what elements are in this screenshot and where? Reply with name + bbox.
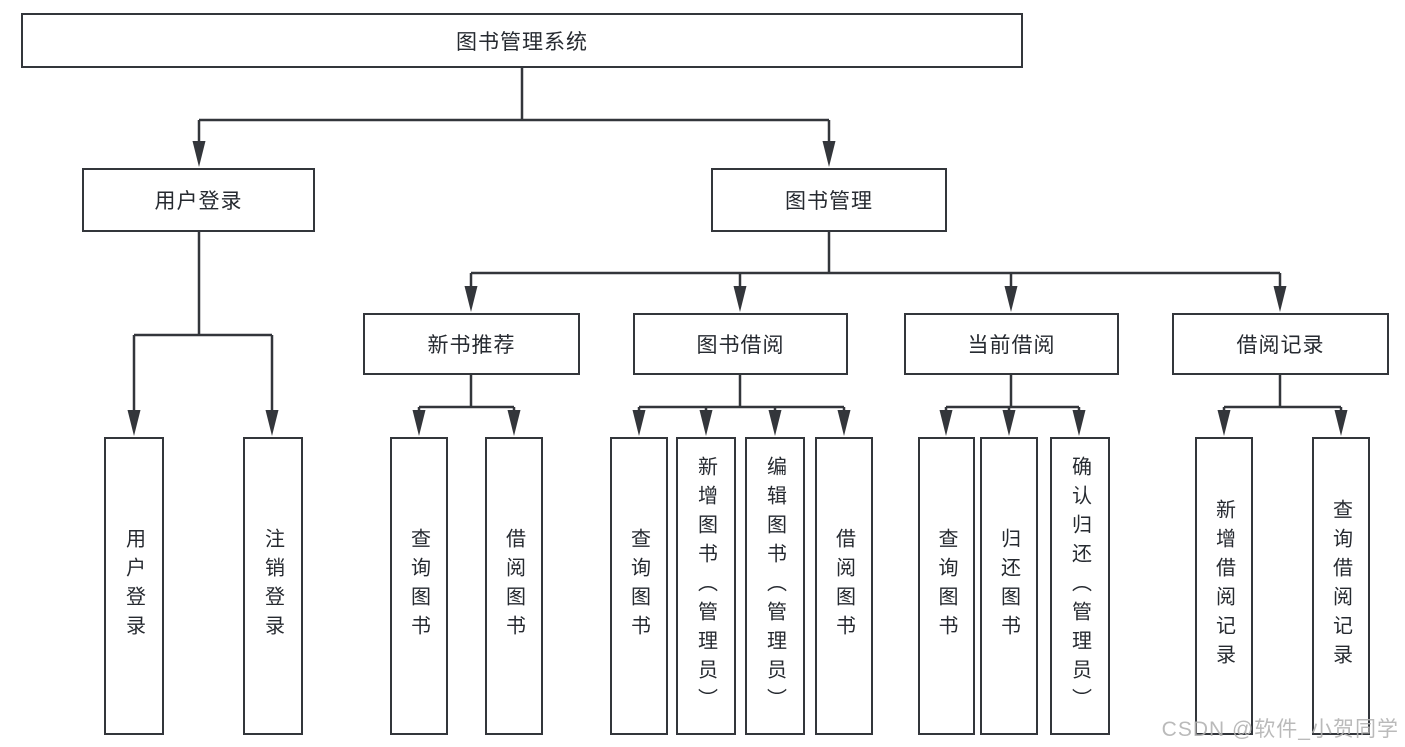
node-label: 归还图书 bbox=[997, 528, 1020, 644]
node-label: 查询图书 bbox=[407, 528, 430, 644]
node-new-book-recommend: 新书推荐 bbox=[363, 313, 580, 375]
node-label: 新书推荐 bbox=[427, 334, 516, 357]
arrowheads bbox=[127, 141, 1348, 436]
node-label: 查询图书 bbox=[627, 528, 650, 644]
node-label: 借阅图书 bbox=[832, 528, 855, 644]
node-return-book: 归还图书 bbox=[980, 437, 1038, 735]
node-label: 确认归还（管理员） bbox=[1068, 455, 1091, 717]
csdn-watermark: CSDN @软件_小贺同学 bbox=[1161, 718, 1399, 741]
node-current-borrow: 当前借阅 bbox=[904, 313, 1119, 375]
node-borrow-record: 借阅记录 bbox=[1172, 313, 1389, 375]
node-label: 借阅记录 bbox=[1236, 334, 1325, 357]
node-book-borrow: 图书借阅 bbox=[633, 313, 848, 375]
node-query-borrow-record: 查询借阅记录 bbox=[1312, 437, 1370, 735]
node-label: 图书管理 bbox=[785, 190, 873, 213]
node-label: 用户登录 bbox=[122, 528, 145, 644]
node-edit-book-admin: 编辑图书（管理员） bbox=[745, 437, 805, 735]
node-add-borrow-record: 新增借阅记录 bbox=[1195, 437, 1253, 735]
node-confirm-return-admin: 确认归还（管理员） bbox=[1050, 437, 1110, 735]
node-current-query-book: 查询图书 bbox=[918, 437, 975, 735]
node-label: 新增借阅记录 bbox=[1212, 499, 1235, 673]
node-label: 新增图书（管理员） bbox=[694, 455, 717, 717]
node-label: 注销登录 bbox=[261, 528, 284, 644]
node-book-management: 图书管理 bbox=[711, 168, 947, 232]
node-user-login: 用户登录 bbox=[104, 437, 164, 735]
node-label: 查询图书 bbox=[935, 528, 957, 644]
node-label: 图书借阅 bbox=[696, 334, 785, 357]
node-library-management-system: 图书管理系统 bbox=[21, 13, 1023, 68]
node-add-book-admin: 新增图书（管理员） bbox=[676, 437, 736, 735]
node-borrow-book: 借阅图书 bbox=[815, 437, 873, 735]
node-recommend-query-book: 查询图书 bbox=[390, 437, 448, 735]
node-recommend-borrow-book: 借阅图书 bbox=[485, 437, 543, 735]
node-user-login-group: 用户登录 bbox=[82, 168, 315, 232]
node-label: 借阅图书 bbox=[502, 528, 525, 644]
node-label: 查询借阅记录 bbox=[1329, 499, 1352, 673]
node-label: 用户登录 bbox=[154, 190, 243, 213]
node-logout: 注销登录 bbox=[243, 437, 303, 735]
node-label: 图书管理系统 bbox=[456, 30, 588, 54]
node-label: 当前借阅 bbox=[967, 334, 1056, 357]
node-label: 编辑图书（管理员） bbox=[763, 455, 786, 717]
node-borrow-query-book: 查询图书 bbox=[610, 437, 668, 735]
